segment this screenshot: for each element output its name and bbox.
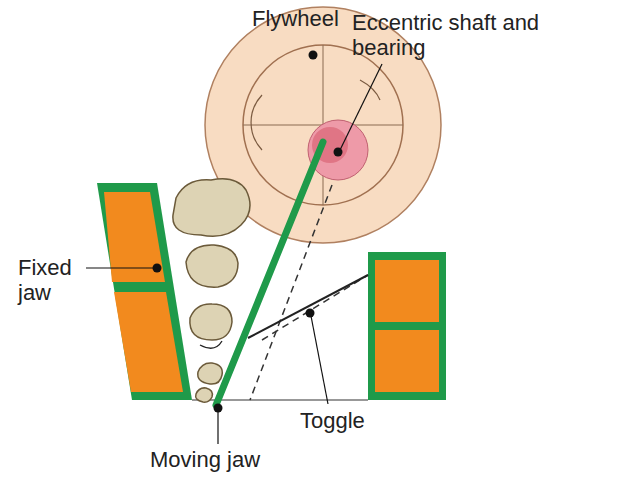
frame-block (375, 330, 439, 392)
rotation-arrow (360, 80, 380, 100)
motion-arrow (200, 341, 222, 348)
toggle-swing-position (262, 275, 368, 340)
flywheel-rim (243, 45, 403, 205)
frame (368, 252, 446, 400)
callout-dots (153, 51, 343, 413)
part-label: Moving jaw (150, 447, 290, 472)
moving-jaw (216, 142, 323, 405)
toggle (248, 275, 368, 338)
part-label: Fixed jaw (18, 255, 82, 305)
rotation-arrow (251, 95, 262, 150)
frame-block (375, 260, 439, 322)
leader-lines (86, 64, 382, 444)
part-label: Eccentric shaft and bearing (352, 10, 552, 60)
rocks (173, 179, 250, 402)
fixed-jaw-block (114, 292, 183, 392)
part-label: Toggle (300, 408, 400, 433)
